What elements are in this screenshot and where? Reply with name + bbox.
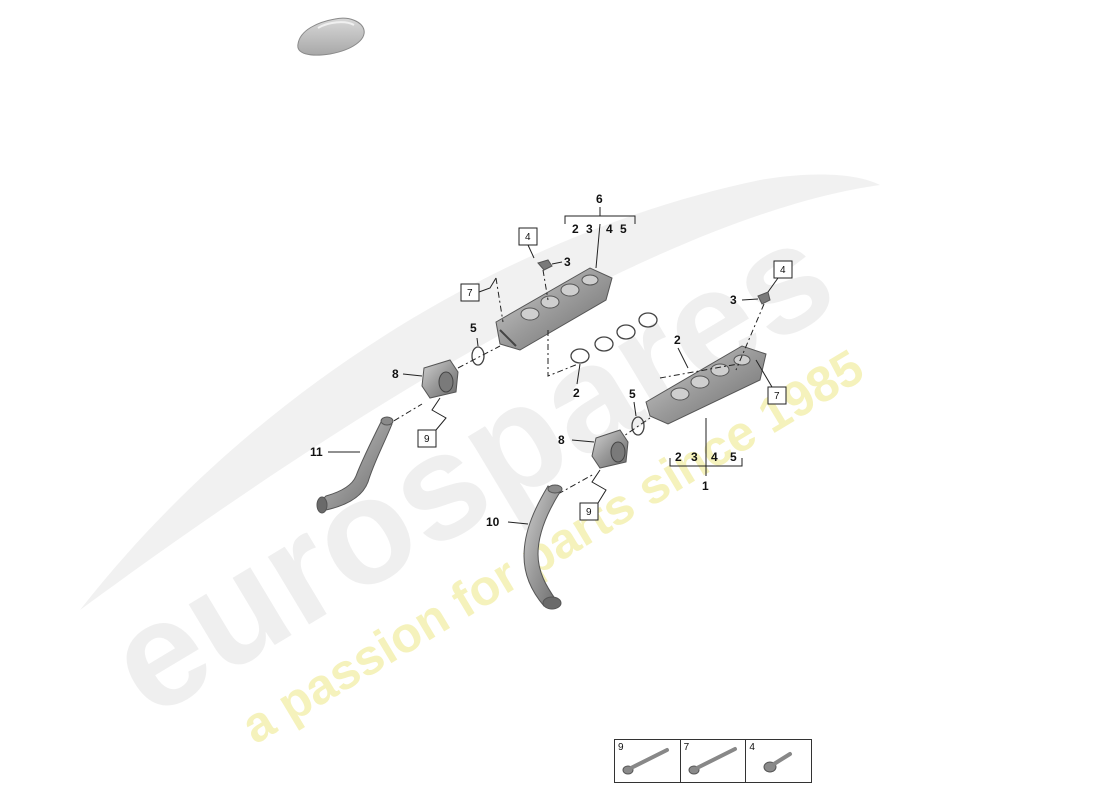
lower-manifold-bolt-ref[interactable]: 7 xyxy=(755,359,787,405)
lower-assembly-callout: 1 xyxy=(702,479,709,493)
upper-bracket-item: 4 xyxy=(606,222,613,236)
upper-throttle-bolt-ref[interactable]: 9 xyxy=(381,397,447,448)
upper-sensor-screw-ref[interactable]: 4 xyxy=(518,227,538,259)
lower-sensor[interactable]: 3 xyxy=(730,291,771,371)
lower-intake-manifold[interactable] xyxy=(645,345,767,425)
upper-sensor-screw-ref-label: 4 xyxy=(525,232,531,243)
long-bolt-icon xyxy=(688,747,737,775)
upper-sensor-callout: 3 xyxy=(564,255,571,269)
left-intake-pipe[interactable]: 11 xyxy=(310,416,394,514)
lower-o-ring[interactable]: 5 xyxy=(617,387,651,441)
upper-throttle-callout: 8 xyxy=(392,367,399,381)
upper-throttle-body[interactable]: 8 xyxy=(392,359,459,399)
lower-sensor-screw-ref[interactable]: 4 xyxy=(767,260,793,293)
legend-ref: 7 xyxy=(683,742,690,753)
upper-assembly-callout: 6 xyxy=(596,192,603,206)
legend-cell[interactable]: 4 xyxy=(746,740,811,782)
right-intake-pipe[interactable]: 10 xyxy=(486,484,563,610)
lower-bracket-item: 5 xyxy=(730,450,737,464)
upper-sensor[interactable]: 3 xyxy=(537,255,571,301)
lower-o-ring-callout: 5 xyxy=(629,387,636,401)
upper-bracket-item: 5 xyxy=(620,222,627,236)
upper-bracket-item: 2 xyxy=(572,222,579,236)
upper-bracket-item: 3 xyxy=(586,222,593,236)
legend-cell[interactable]: 9 xyxy=(615,740,681,782)
pipe-left-callout: 11 xyxy=(310,445,323,459)
long-bolt-icon xyxy=(622,748,669,775)
fastener-legend: 9 7 4 xyxy=(614,739,812,783)
lower-manifold-bolt-ref-label: 7 xyxy=(774,391,780,402)
lower-throttle-callout: 8 xyxy=(558,433,565,447)
lower-sensor-screw-ref-label: 4 xyxy=(780,265,786,276)
lower-gasket-callout: 2 xyxy=(674,333,681,347)
legend-cell[interactable]: 7 xyxy=(681,740,747,782)
upper-o-ring[interactable]: 5 xyxy=(457,321,501,369)
upper-manifold-bolt-ref[interactable]: 7 xyxy=(460,277,504,323)
watermark: eurospares a passion for parts since 198… xyxy=(80,174,880,754)
upper-manifold-bolt-ref-label: 7 xyxy=(467,288,473,299)
short-screw-icon xyxy=(763,752,793,773)
upper-o-ring-callout: 5 xyxy=(470,321,477,335)
lower-bracket-item: 2 xyxy=(675,450,682,464)
lower-sensor-callout: 3 xyxy=(730,293,737,307)
lower-throttle-bolt-ref-label: 9 xyxy=(586,507,592,518)
car-thumbnail-icon[interactable] xyxy=(297,17,365,56)
lower-gasket-leader: 2 xyxy=(659,333,739,379)
lower-throttle-body[interactable]: 8 xyxy=(558,429,629,469)
upper-assembly-bracket: 6 2 3 4 5 xyxy=(564,192,636,269)
upper-gasket-set[interactable]: 2 xyxy=(547,312,658,400)
lower-bracket-item: 4 xyxy=(711,450,718,464)
pipe-right-callout: 10 xyxy=(486,515,500,529)
legend-ref: 9 xyxy=(618,742,624,753)
lower-throttle-bolt-ref[interactable]: 9 xyxy=(557,469,607,521)
watermark-brand: eurospares xyxy=(80,187,860,748)
upper-gasket-callout: 2 xyxy=(573,386,580,400)
upper-intake-manifold[interactable] xyxy=(495,267,613,351)
legend-ref: 4 xyxy=(749,742,755,753)
upper-throttle-bolt-ref-label: 9 xyxy=(424,434,430,445)
lower-bracket-item: 3 xyxy=(691,450,698,464)
lower-assembly-bracket: 2 3 4 5 1 xyxy=(669,418,743,493)
